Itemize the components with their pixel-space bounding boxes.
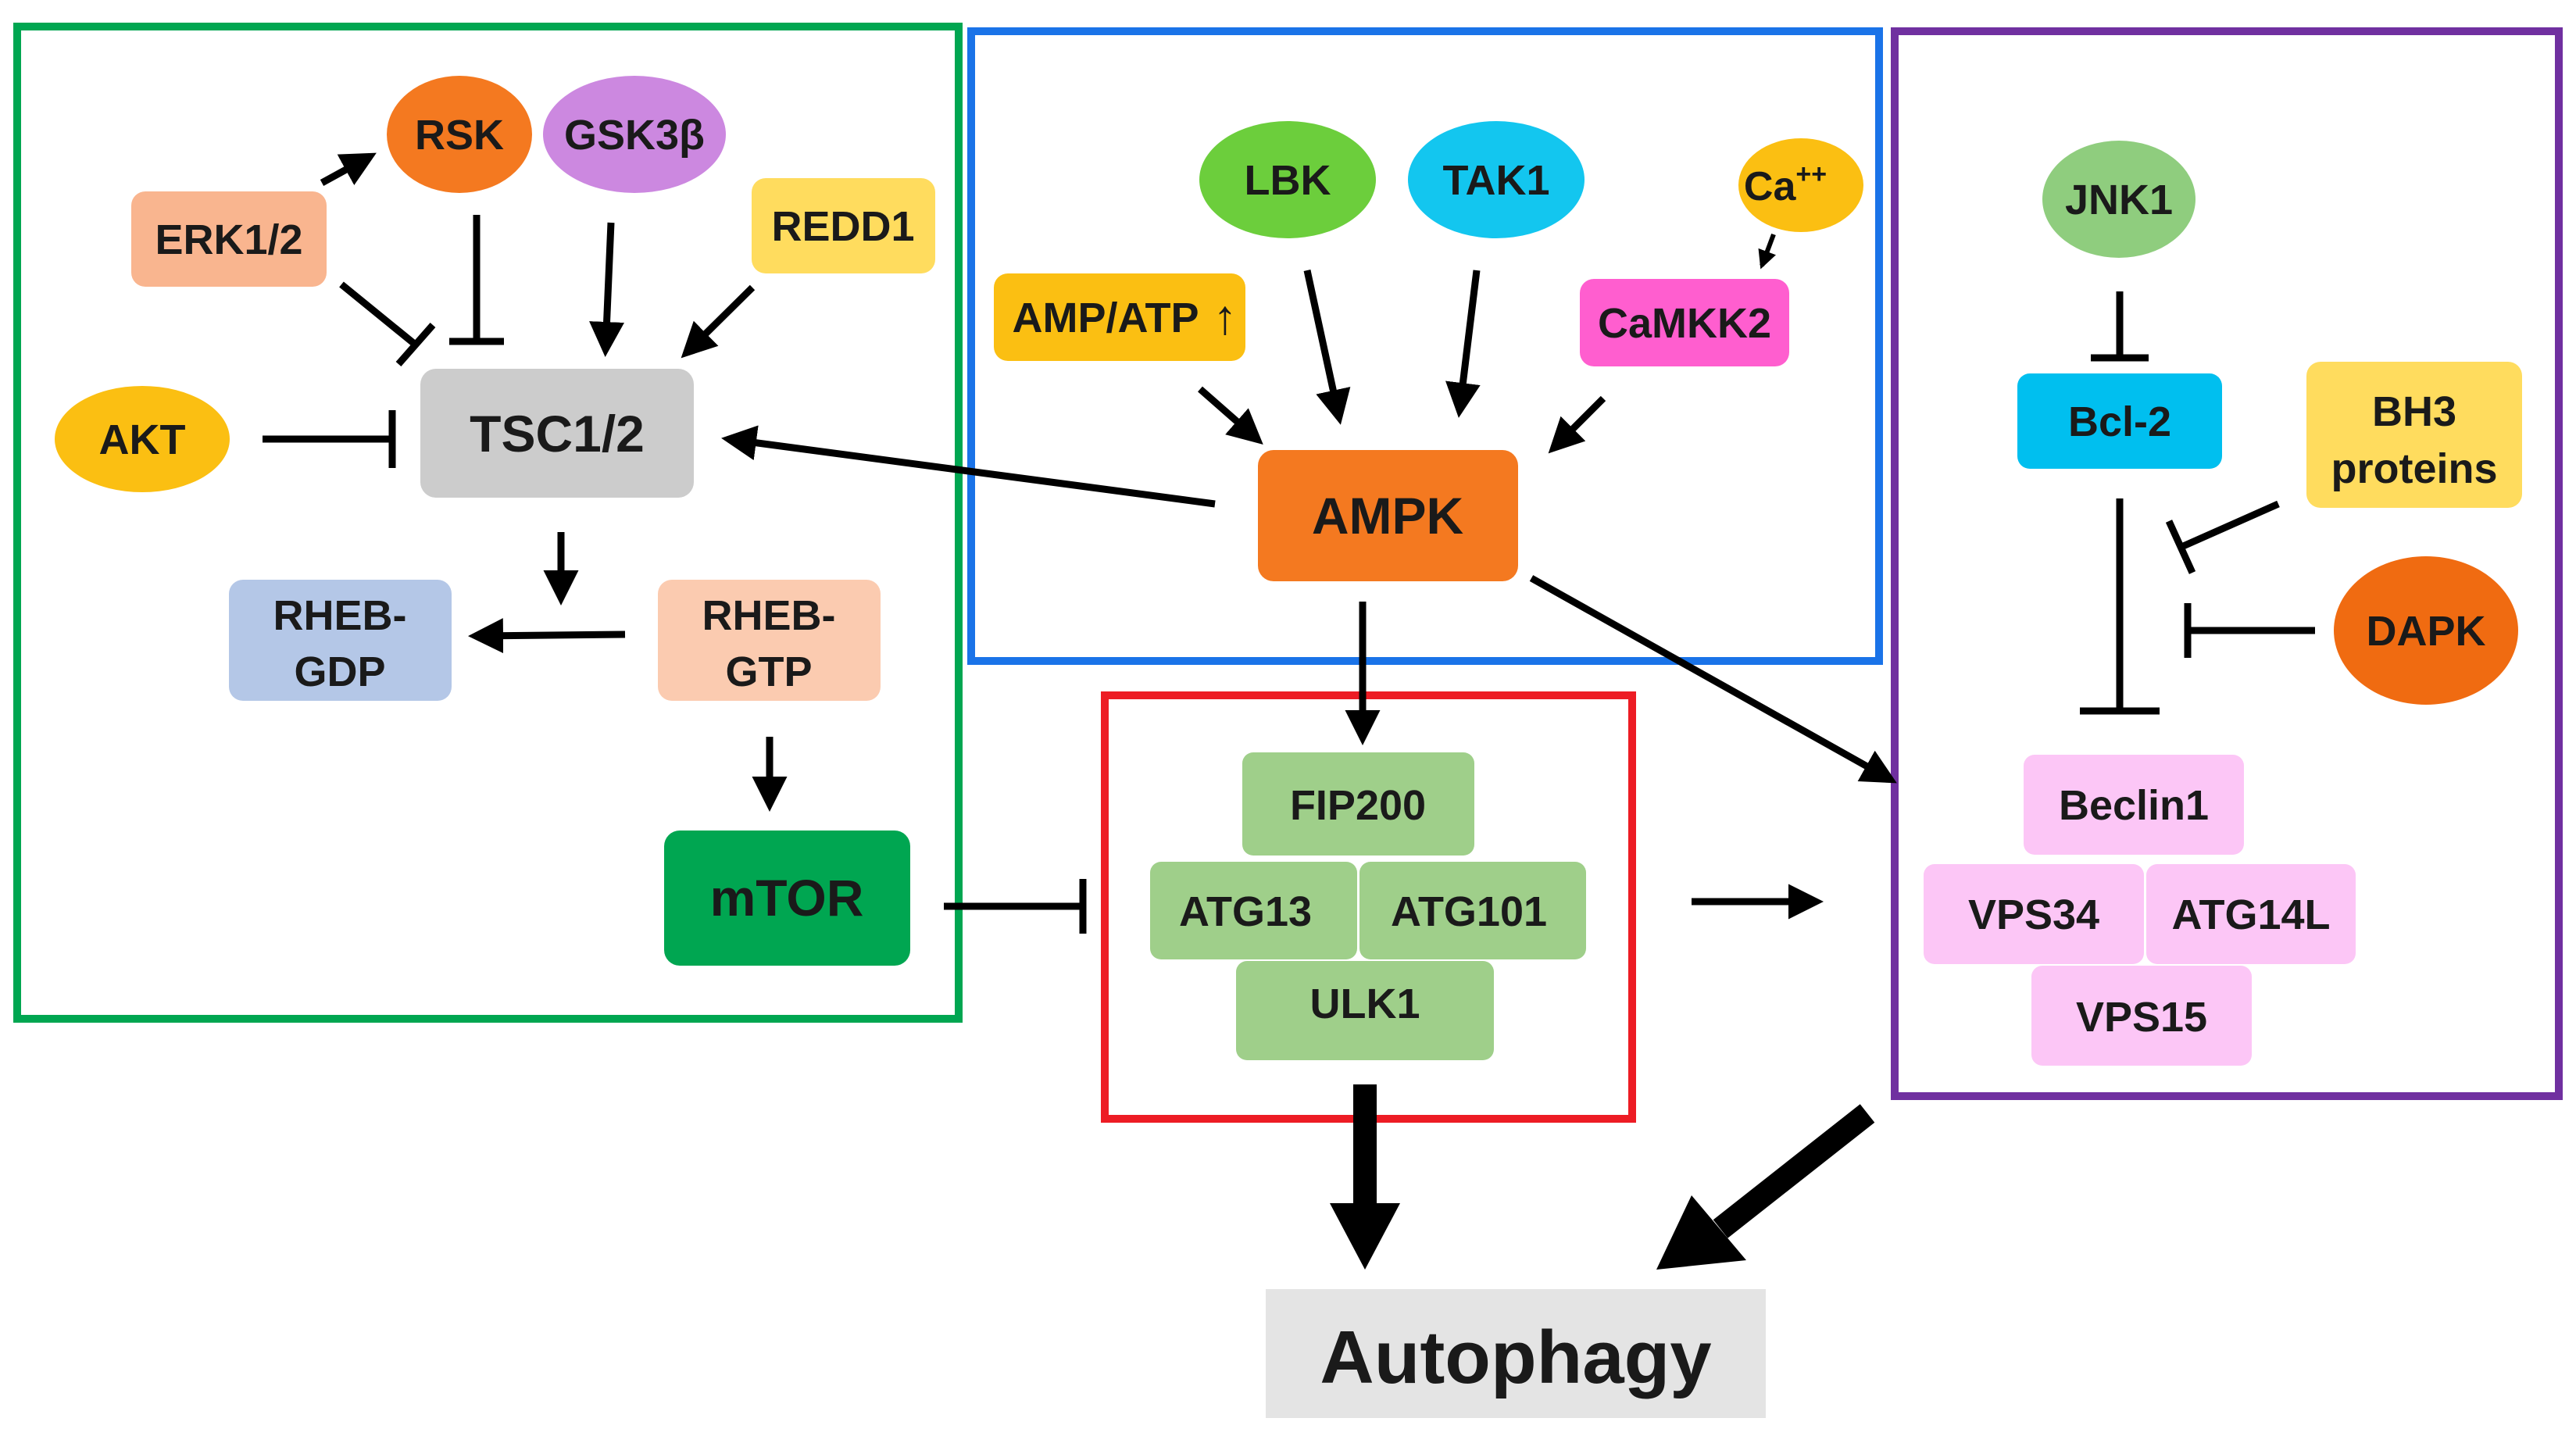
camkk2-node: CaMKK2 (1580, 279, 1789, 366)
redd1-label: REDD1 (771, 203, 914, 250)
atg14l-node: ATG14L (2146, 864, 2356, 964)
fip200-label: FIP200 (1290, 782, 1426, 829)
gsk3b-node: GSK3β (543, 76, 726, 193)
rheb-gtp-label-line1: RHEB- (702, 592, 836, 639)
atg13-node: ATG13 (1150, 862, 1357, 959)
erk-inhibits-tsc (339, 281, 420, 349)
beclin-complex-frame (1891, 27, 2563, 1100)
gsk3b-label: GSK3β (564, 112, 705, 159)
amp-atp-node: AMP/ATP ↑ (994, 273, 1245, 361)
atg101-node: ATG101 (1359, 862, 1586, 959)
rsk-node: RSK (387, 76, 532, 193)
bh3-inhibits-bcl2 (2180, 500, 2280, 551)
rheb-gtp-to-gdp-arrow (468, 618, 626, 654)
vps34-label: VPS34 (1968, 891, 2099, 938)
gsk3b-to-tsc-arrow (589, 222, 625, 357)
jnk1-node: JNK1 (2042, 141, 2195, 258)
vps15-node: VPS15 (2031, 966, 2252, 1066)
bh3-label-line1: BH3 (2372, 388, 2456, 435)
bcl2-node: Bcl-2 (2017, 373, 2222, 469)
dapk-node: DAPK (2334, 556, 2518, 705)
atg13-label: ATG13 (1179, 888, 1312, 935)
atg14l-label: ATG14L (2171, 891, 2330, 938)
lbk-to-ampk-arrow (1303, 270, 1351, 425)
ulk-to-autophagy-arrow (1330, 1084, 1400, 1270)
atg101-label: ATG101 (1391, 888, 1547, 935)
rheb-gdp-label-line1: RHEB- (273, 592, 407, 639)
ampk-node: AMPK (1258, 450, 1518, 581)
up-arrow-icon: ↑ (1213, 291, 1238, 345)
tak1-label: TAK1 (1442, 157, 1549, 204)
vps34-node: VPS34 (1924, 864, 2144, 964)
ampk-module-frame (967, 27, 1883, 665)
dapk-label: DAPK (2366, 608, 2485, 655)
ampk-to-beclin-arrow (1529, 575, 1897, 784)
ampk-label: AMPK (1312, 487, 1464, 545)
vps15-label: VPS15 (2076, 994, 2207, 1041)
redd1-node: REDD1 (752, 178, 935, 273)
mtor-module-frame (13, 23, 963, 1023)
erk-to-rsk-arrow (320, 152, 377, 186)
ca-superscript: ++ (1795, 159, 1827, 189)
akt-label: AKT (99, 416, 186, 463)
erk-label: ERK1/2 (155, 216, 302, 263)
redd1-to-tsc-arrow (681, 284, 756, 359)
rheb-gtp-label-line2: GTP (725, 648, 812, 695)
lbk-node: LBK (1199, 121, 1376, 238)
fip200-node: FIP200 (1242, 752, 1474, 856)
tak1-to-ampk-arrow (1445, 270, 1481, 418)
beclin1-label: Beclin1 (2059, 782, 2209, 829)
autophagy-label: Autophagy (1320, 1316, 1711, 1399)
autophagy-node: Autophagy (1266, 1289, 1766, 1418)
tak1-node: TAK1 (1408, 121, 1585, 238)
lbk-label: LBK (1245, 157, 1331, 204)
jnk1-label: JNK1 (2065, 177, 2173, 223)
ca-to-camkk2-arrow (1758, 233, 1776, 270)
ampk-to-tsc-arrow (721, 425, 1216, 508)
svg-text:Ca++: Ca++ (1744, 159, 1827, 209)
bh3-label-line2: proteins (2331, 445, 2497, 492)
rheb-gtp-node: RHEB- GTP (658, 580, 881, 701)
beclin-to-autophagy-arrow (1656, 1104, 1875, 1270)
ulk1-label: ULK1 (1309, 981, 1420, 1027)
rheb-gdp-label-line2: GDP (294, 648, 385, 695)
bcl2-label: Bcl-2 (2068, 398, 2171, 445)
bh3-proteins-node: BH3 proteins (2306, 362, 2522, 508)
mtor-label: mTOR (710, 869, 864, 927)
ulk1-node: ULK1 (1236, 961, 1494, 1060)
mtor-node: mTOR (664, 831, 910, 966)
tsc-label: TSC1/2 (470, 405, 645, 463)
rsk-label: RSK (415, 112, 504, 159)
amp-atp-label: AMP/ATP (1013, 295, 1199, 341)
ca-label: Ca (1744, 164, 1797, 209)
tsc-node: TSC1/2 (420, 369, 694, 498)
camkk2-label: CaMKK2 (1598, 300, 1771, 347)
camkk2-to-ampk-arrow (1548, 395, 1606, 454)
erk-node: ERK1/2 (131, 191, 327, 287)
beclin1-node: Beclin1 (2024, 755, 2244, 855)
rheb-gdp-node: RHEB- GDP (229, 580, 452, 701)
akt-node: AKT (55, 386, 230, 492)
amp-atp-to-ampk-arrow (1198, 386, 1263, 445)
ca-node: Ca++ (1738, 138, 1863, 232)
